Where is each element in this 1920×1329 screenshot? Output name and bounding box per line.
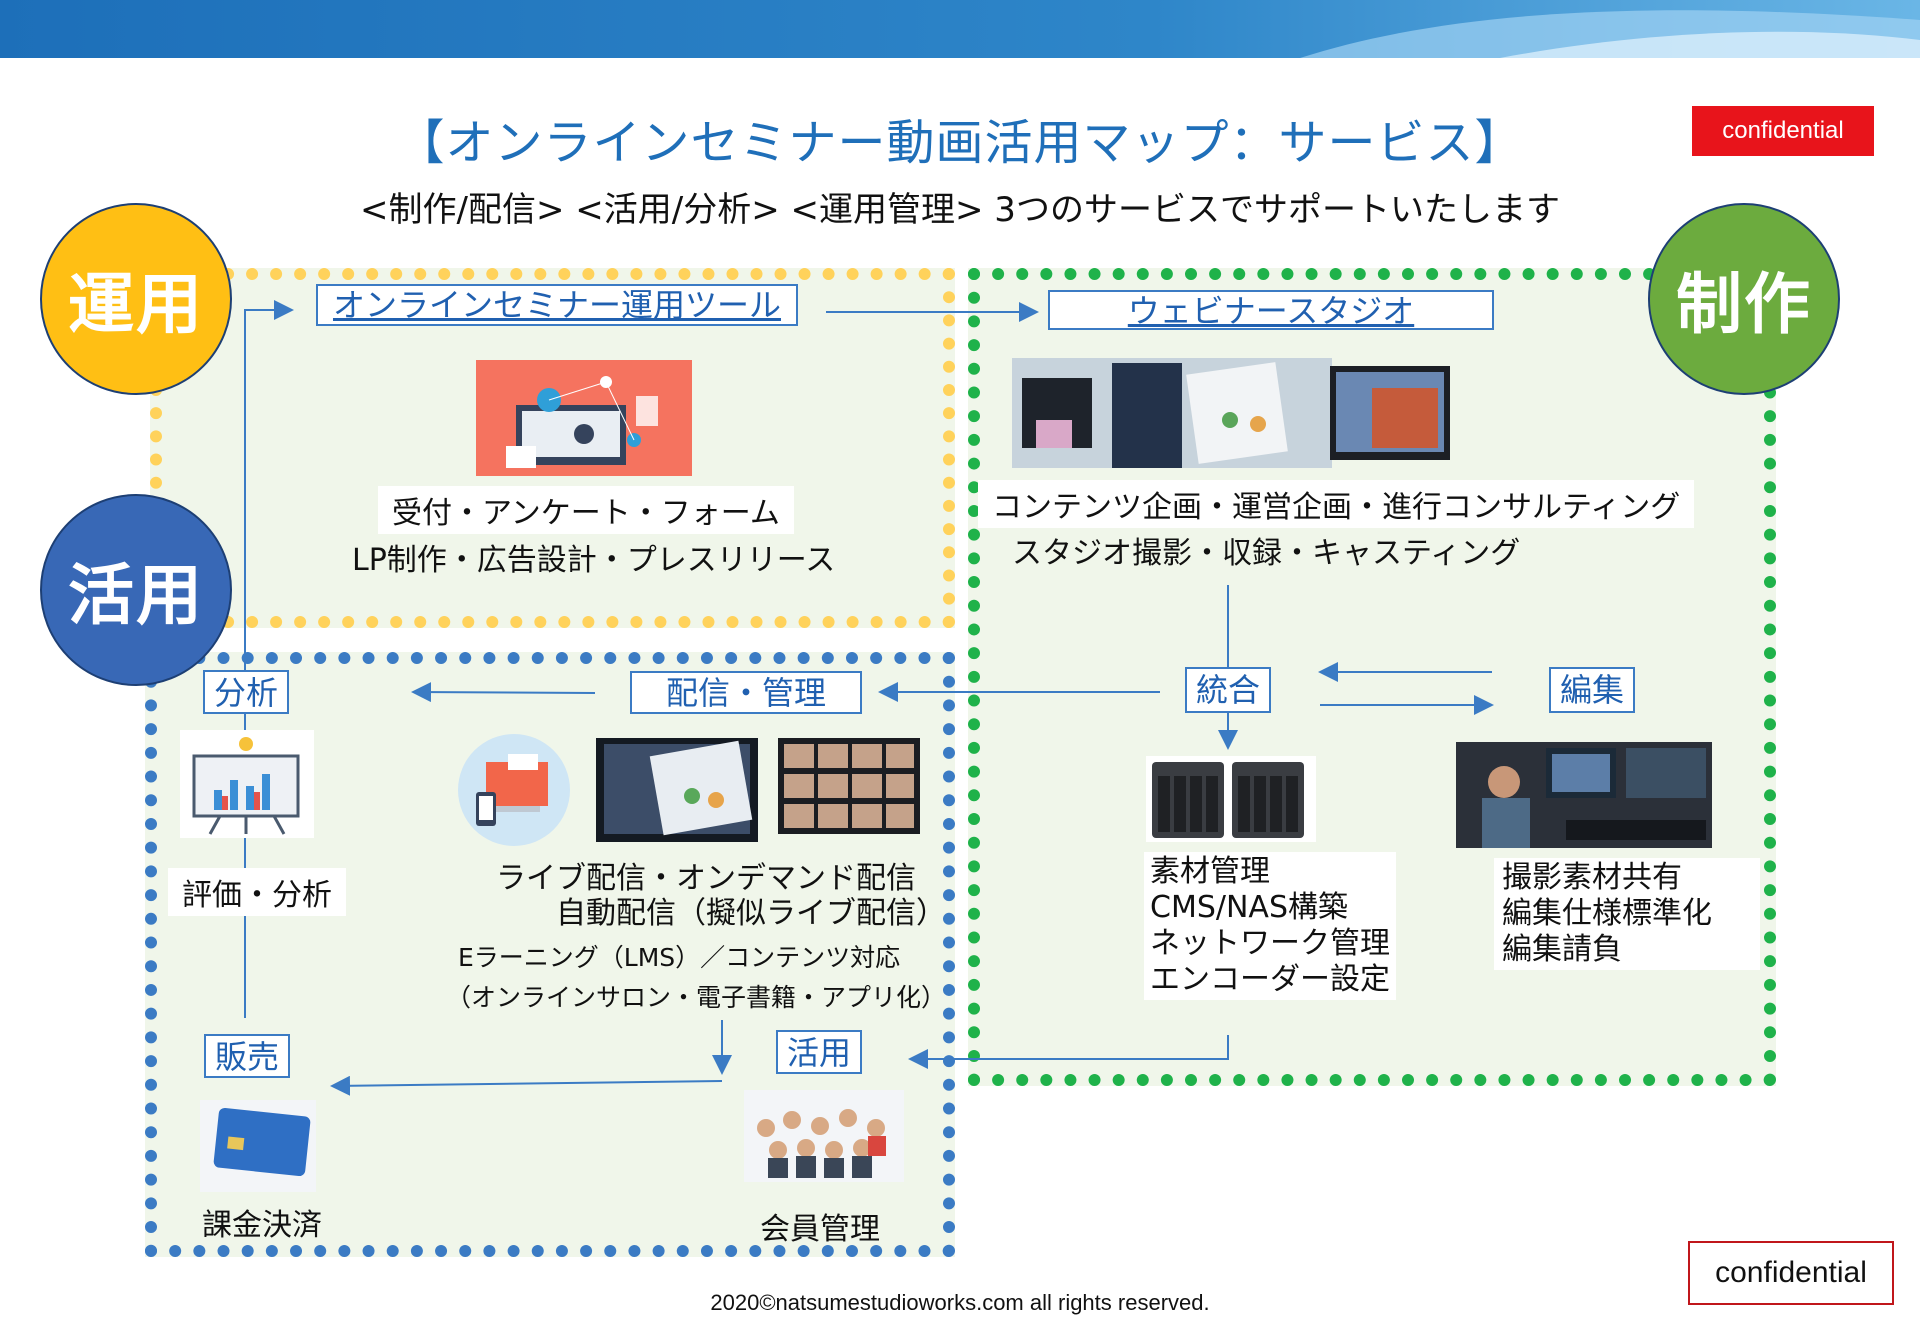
sozai-item: ネットワーク管理 [1150, 926, 1390, 961]
sozai-list: 素材管理 CMS/NAS構築 ネットワーク管理 エンコーダー設定 [1144, 852, 1396, 1000]
analytics-board-illustration [180, 730, 314, 838]
confidential-badge-top: confidential [1692, 106, 1874, 156]
delivery-device-illustration [458, 734, 570, 846]
elearn-line1: Eラーニング（LMS）／コンテンツ対応 [458, 943, 901, 972]
copyright-footer: 2020©natsumestudioworks.com all rights r… [710, 1290, 1210, 1315]
katsuyou-box-label: 活用 [776, 1030, 862, 1074]
henshu-item: 編集請負 [1502, 932, 1622, 967]
credit-card-photo [200, 1100, 316, 1192]
live-line2: 自動配信（擬似ライブ配信） [556, 896, 946, 931]
page-title: 【オンラインセミナー動画活用マップ：サービス】 [396, 115, 1524, 171]
sozai-item: 素材管理 [1150, 854, 1270, 889]
sozai-item: CMS/NAS構築 [1150, 890, 1348, 925]
henshu-item: 編集仕様標準化 [1502, 896, 1712, 931]
unyou-line1: 受付・アンケート・フォーム [378, 486, 794, 534]
hanbai-label: 販売 [204, 1034, 290, 1078]
henshu-item: 撮影素材共有 [1502, 860, 1682, 895]
members-group-photo [744, 1090, 904, 1182]
editing-suite-photo [1456, 742, 1712, 848]
seisaku-circle: 制作 [1648, 203, 1840, 395]
studio-label: ウェビナースタジオ [1048, 290, 1494, 330]
henshu-list: 撮影素材共有 編集仕様標準化 編集請負 [1494, 858, 1760, 970]
unyou-tool-label: オンラインセミナー運用ツール [316, 284, 798, 326]
unyou-circle: 運用 [40, 203, 232, 395]
nas-server-photo [1146, 756, 1316, 842]
bunseki-label: 分析 [203, 670, 289, 714]
page-subtitle: <制作/配信> <活用/分析> <運用管理> 3つのサービスでサポートいたします [360, 190, 1560, 230]
hyouka-label: 評価・分析 [168, 868, 346, 916]
live-line1: ライブ配信・オンデマンド配信 [496, 861, 916, 896]
elearn-line2: （オンラインサロン・電子書籍・アプリ化） [446, 983, 947, 1012]
katsuyou-circle: 活用 [40, 494, 232, 686]
video-conference-grid [778, 738, 920, 834]
confidential-badge-bottom: confidential [1688, 1241, 1894, 1305]
unyou-line2: LP制作・広告設計・プレスリリース [352, 543, 836, 578]
kakin-label: 課金決済 [202, 1208, 322, 1243]
header-wave-band [0, 0, 1920, 58]
studio-photo [1012, 358, 1450, 468]
sozai-item: エンコーダー設定 [1150, 962, 1390, 997]
live-stream-photo [596, 738, 758, 842]
unyou-tool-illustration [476, 360, 692, 476]
seisaku-line2: スタジオ撮影・収録・キャスティング [1012, 536, 1521, 571]
henshu-label: 編集 [1549, 667, 1635, 713]
tougou-label: 統合 [1185, 667, 1271, 713]
kaiin-label: 会員管理 [760, 1212, 880, 1247]
seisaku-line1: コンテンツ企画・運営企画・進行コンサルティング [978, 480, 1695, 528]
haishin-label: 配信・管理 [630, 671, 862, 714]
